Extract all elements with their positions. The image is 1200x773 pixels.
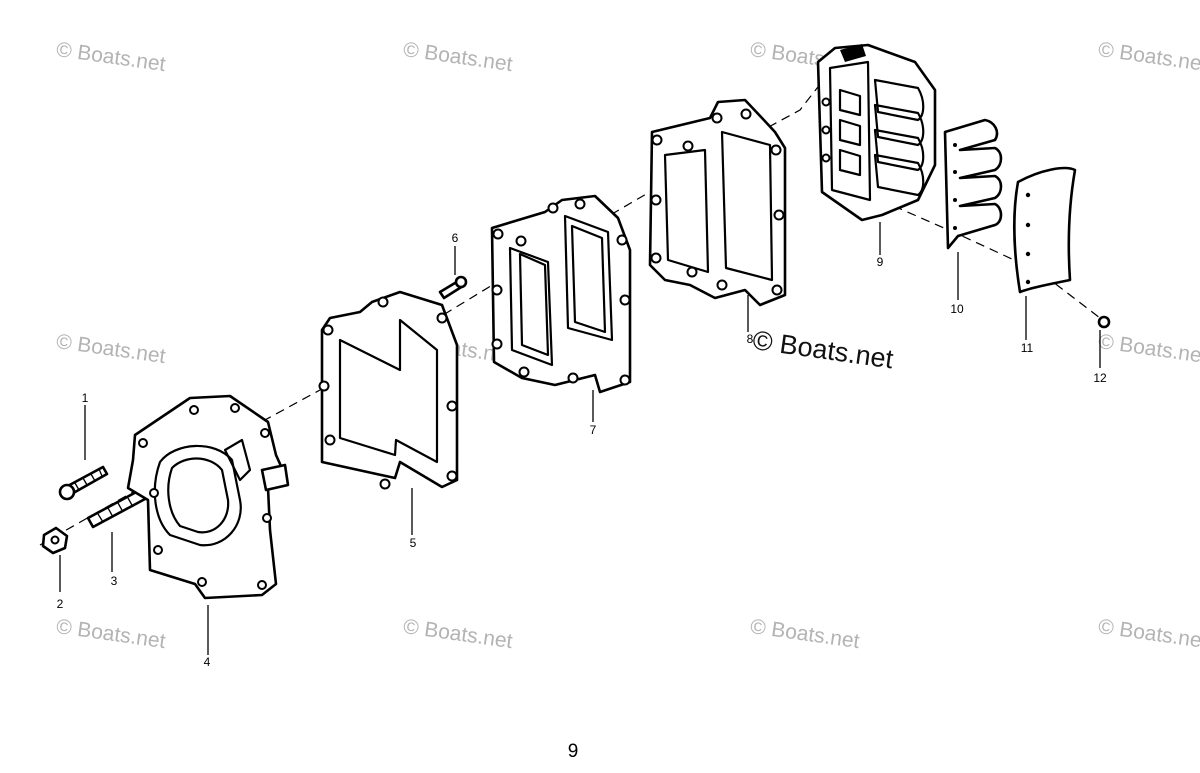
part-4-adapter	[126, 394, 290, 600]
part-8-gasket	[648, 98, 787, 307]
callout-10: 10	[950, 302, 964, 316]
callout-2: 2	[56, 597, 64, 611]
callout-12: 12	[1093, 371, 1107, 385]
part-12-screw	[1097, 315, 1111, 329]
part-10-reed-petals	[943, 118, 1003, 250]
callout-8: 8	[746, 332, 754, 346]
part-11-reed-stop	[1013, 166, 1077, 294]
callout-5: 5	[409, 536, 417, 550]
part-7-reed-plate	[490, 194, 632, 394]
callout-9: 9	[876, 255, 884, 269]
callout-3: 3	[110, 574, 118, 588]
part-1-bolt	[58, 465, 109, 501]
part-5-gasket	[318, 290, 459, 490]
part-6-screw	[438, 275, 468, 300]
page-number: 9	[567, 741, 579, 762]
callout-7: 7	[589, 423, 597, 437]
part-2-nut	[41, 526, 69, 555]
part-3-stud	[86, 488, 147, 529]
callout-11: 11	[1020, 341, 1034, 355]
part-9-reed-block	[816, 43, 937, 222]
callout-1: 1	[81, 391, 89, 405]
leader-lines	[59, 222, 1101, 655]
callout-6: 6	[451, 231, 459, 245]
callout-4: 4	[203, 655, 211, 669]
